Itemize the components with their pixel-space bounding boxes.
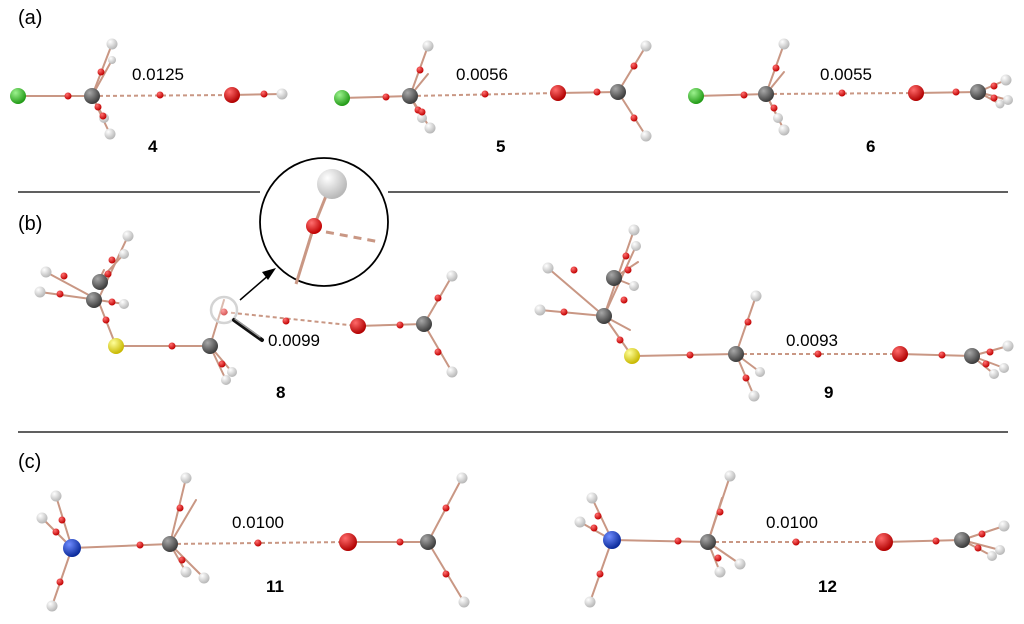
panel-label-a: (a) xyxy=(18,7,42,29)
panel-label-c: (c) xyxy=(18,451,41,473)
value-label-8: 0.0099 xyxy=(268,331,320,350)
molecule-12 xyxy=(574,470,1010,608)
oxygen-atom xyxy=(224,87,240,103)
arrow-icon xyxy=(262,268,276,280)
molecule-8 xyxy=(34,230,458,385)
value-label-9: 0.0093 xyxy=(786,331,838,350)
molecule-label-12: 12 xyxy=(818,577,837,596)
carbon-atom xyxy=(84,88,100,104)
bond-critical-point xyxy=(156,91,164,99)
molecule-9 xyxy=(534,224,1014,402)
zoom-inset xyxy=(239,157,389,301)
value-label-11: 0.0100 xyxy=(232,513,284,532)
sulfur-atom xyxy=(108,338,124,354)
molecule-label-6: 6 xyxy=(866,137,875,156)
chlorine-atom xyxy=(10,88,26,104)
magnifier-icon xyxy=(209,295,239,325)
molecule-label-4: 4 xyxy=(148,137,158,156)
molecule-label-5: 5 xyxy=(496,137,505,156)
molecule-label-11: 11 xyxy=(266,577,284,596)
molecule-6 xyxy=(688,38,1013,136)
value-label-5: 0.0056 xyxy=(456,65,508,84)
molecule-5 xyxy=(334,40,652,142)
value-label-6: 0.0055 xyxy=(820,65,872,84)
molecule-4 xyxy=(10,38,288,140)
value-label-12: 0.0100 xyxy=(766,513,818,532)
molecule-label-8: 8 xyxy=(276,383,285,402)
value-label-4: 0.0125 xyxy=(132,65,184,84)
panel-label-b: (b) xyxy=(18,213,42,235)
nitrogen-atom xyxy=(63,539,81,557)
molecule-11 xyxy=(36,472,470,612)
molecule-label-9: 9 xyxy=(824,383,833,402)
